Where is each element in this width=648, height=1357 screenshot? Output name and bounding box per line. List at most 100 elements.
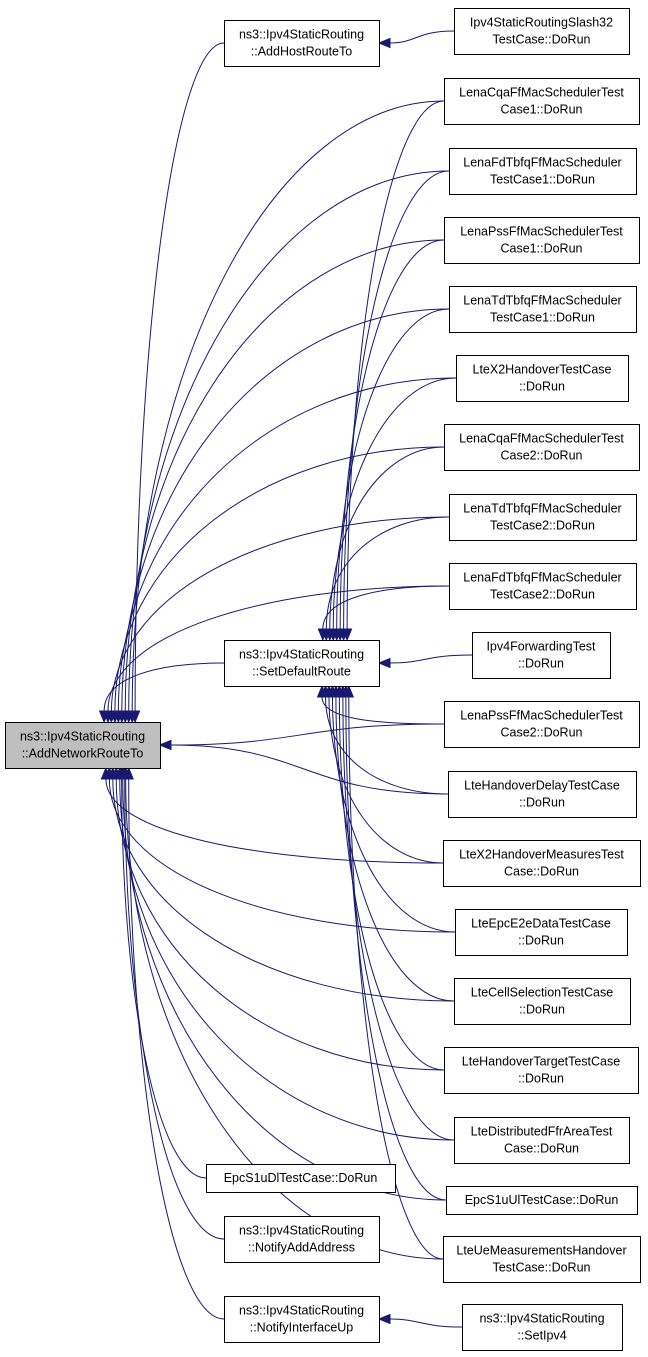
edge-td2-to-set_default: [325, 516, 450, 630]
node-box[interactable]: [449, 563, 637, 610]
node-box[interactable]: [224, 1296, 380, 1343]
edge-ffr-to-add_network: [119, 778, 455, 1141]
edge-s1u_ul-to-set_default: [345, 696, 447, 1201]
edge-cellsel-to-add_network: [112, 778, 455, 1002]
node-box[interactable]: [449, 286, 637, 333]
node-box[interactable]: [443, 840, 641, 887]
node-box[interactable]: [206, 1164, 396, 1193]
edge-x2meas-to-add_network: [105, 778, 444, 864]
node-label-line: ::DoRun: [519, 796, 565, 810]
edge-s1u_ul-to-add_network: [122, 778, 447, 1201]
edge-ho_delay-to-set_default: [325, 696, 449, 795]
node-label-line: ns3::Ipv4StaticRouting: [239, 648, 364, 662]
node-label-line: ::SetDefaultRoute: [252, 665, 351, 679]
node-label-line: Case2::DoRun: [501, 449, 583, 463]
node-cellsel[interactable]: LteCellSelectionTestCase::DoRun: [454, 978, 631, 1025]
edge-cqa1-to-add_network: [131, 100, 445, 712]
node-label-line: LteHandoverDelayTestCase: [464, 779, 620, 793]
node-s1u-ul[interactable]: EpcS1uUlTestCase::DoRun: [446, 1186, 638, 1215]
node-box[interactable]: [5, 722, 161, 769]
node-box[interactable]: [462, 1304, 623, 1351]
node-box[interactable]: [444, 78, 640, 125]
node-box[interactable]: [448, 771, 637, 818]
node-box[interactable]: [444, 701, 640, 748]
node-box[interactable]: [224, 20, 380, 67]
node-label-line: ::NotifyInterfaceUp: [250, 1321, 354, 1335]
edge-td1-to-set_default: [336, 308, 450, 630]
edge-notify_iface-to-add_network: [128, 778, 225, 1320]
edge-ue_meas-to-add_network-arrowhead: [120, 766, 131, 780]
node-label-line: TestCase1::DoRun: [490, 173, 595, 187]
edge-fd2-to-add_network: [107, 585, 450, 712]
edge-ho_delay-to-add_network-arrowhead: [158, 739, 172, 751]
node-label-line: ::AddNetworkRouteTo: [22, 747, 144, 761]
edge-pss1-to-set_default: [339, 239, 445, 630]
node-e2e[interactable]: LteEpcE2eDataTestCase::DoRun: [455, 909, 628, 956]
node-box[interactable]: [224, 640, 380, 687]
node-epc-s1u-dl[interactable]: EpcS1uDlTestCase::DoRun: [206, 1164, 396, 1193]
edge-td2-to-add_network: [110, 516, 450, 712]
node-box[interactable]: [454, 8, 630, 55]
node-x2ho[interactable]: LteX2HandoverTestCase::DoRun: [456, 355, 629, 402]
node-notify-add[interactable]: ns3::Ipv4StaticRouting::NotifyAddAddress: [224, 1216, 380, 1263]
edge-e2e-to-set_default: [331, 696, 456, 933]
node-ho-target[interactable]: LteHandoverTargetTestCase::DoRun: [444, 1047, 639, 1094]
edge-ue_meas-to-set_default: [348, 696, 444, 1260]
edge-fd2-to-set_default: [322, 585, 450, 630]
node-label-line: Ipv4ForwardingTest: [486, 640, 596, 654]
node-label-line: Case1::DoRun: [501, 242, 583, 256]
edge-x2ho-to-set_default: [332, 377, 457, 630]
node-box[interactable]: [472, 632, 611, 679]
node-box[interactable]: [449, 148, 637, 195]
node-box[interactable]: [455, 909, 628, 956]
node-ho-delay[interactable]: LteHandoverDelayTestCase::DoRun: [448, 771, 637, 818]
node-label-line: TestCase::DoRun: [493, 33, 591, 47]
node-notify-iface[interactable]: ns3::Ipv4StaticRouting::NotifyInterfaceU…: [224, 1296, 380, 1343]
edge-slash32-to-add_host-arrowhead: [377, 37, 391, 49]
edge-x2ho-to-add_network: [117, 377, 457, 712]
node-box[interactable]: [444, 1047, 639, 1094]
node-box[interactable]: [224, 1216, 380, 1263]
edge-pss2-to-set_default: [321, 696, 445, 725]
node-set-default[interactable]: ns3::Ipv4StaticRouting::SetDefaultRoute: [224, 640, 380, 687]
node-box[interactable]: [456, 355, 629, 402]
node-box[interactable]: [449, 494, 637, 541]
edge-td1-to-add_network: [121, 308, 450, 712]
node-label-line: TestCase2::DoRun: [490, 519, 595, 533]
node-label-line: LteCellSelectionTestCase: [471, 986, 613, 1000]
node-box[interactable]: [454, 978, 631, 1025]
node-box[interactable]: [444, 217, 640, 264]
edge-ho_target-to-set_default: [338, 696, 445, 1071]
node-label-line: ::NotifyAddAddress: [248, 1241, 355, 1255]
node-box[interactable]: [443, 1236, 641, 1283]
node-box[interactable]: [454, 1117, 630, 1164]
node-add-host[interactable]: ns3::Ipv4StaticRouting::AddHostRouteTo: [224, 20, 380, 67]
node-fwd[interactable]: Ipv4ForwardingTest::DoRun: [472, 632, 611, 679]
node-label-line: EpcS1uDlTestCase::DoRun: [224, 1171, 378, 1185]
node-label-line: EpcS1uUlTestCase::DoRun: [465, 1193, 619, 1207]
node-label-line: ns3::Ipv4StaticRouting: [239, 28, 364, 42]
node-set-ipv4[interactable]: ns3::Ipv4StaticRouting::SetIpv4: [462, 1304, 623, 1351]
node-label-line: ::AddHostRouteTo: [251, 45, 352, 59]
edge-set_default-to-add_network: [103, 662, 225, 712]
node-label-line: LenaFdTbfqFfMacScheduler: [463, 571, 621, 585]
node-add-network[interactable]: ns3::Ipv4StaticRouting::AddNetworkRouteT…: [5, 722, 161, 769]
edge-ho_delay-to-add_network: [170, 744, 449, 795]
node-box[interactable]: [446, 1186, 638, 1215]
edge-cqa2-to-add_network: [114, 446, 445, 712]
node-box[interactable]: [444, 424, 640, 471]
node-label-line: TestCase1::DoRun: [490, 311, 595, 325]
